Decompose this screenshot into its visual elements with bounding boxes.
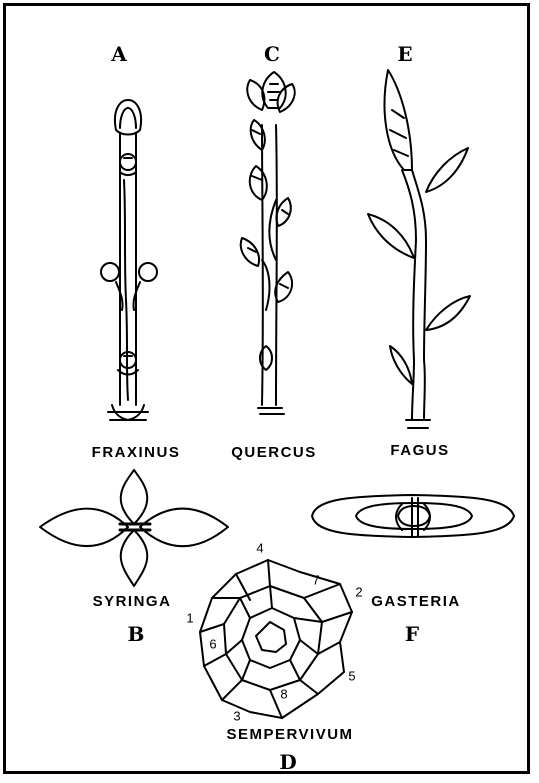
- fagus-bud-1: [426, 148, 468, 192]
- fraxinus-upper-scar: [120, 154, 136, 170]
- fraxinus-lateral-bud-left: [101, 263, 119, 281]
- leaf-number-6: 6: [209, 638, 216, 651]
- syringa-leaf-up: [121, 470, 148, 524]
- fagus-bud-3: [426, 296, 470, 330]
- panel-letter-e: E: [397, 44, 412, 64]
- leaf-number-4: 4: [256, 542, 263, 555]
- label-gasteria: GASTERIA: [371, 594, 461, 609]
- label-quercus: QUERCUS: [231, 445, 317, 460]
- sempervivum-rosette: [200, 560, 352, 718]
- quercus-bud-7: [275, 272, 292, 302]
- label-sempervivum: SEMPERVIVUM: [226, 727, 353, 742]
- label-fraxinus: FRAXINUS: [92, 445, 181, 460]
- sempervivum-inner-ring: [242, 608, 300, 668]
- panel-letter-c: C: [264, 44, 280, 64]
- fagus-bud-4: [390, 346, 412, 384]
- leaf-number-8: 8: [280, 688, 287, 701]
- leaf-number-5: 5: [348, 670, 355, 683]
- gasteria-inner-leaf: [398, 506, 430, 526]
- fraxinus-lateral-bud-right: [139, 263, 157, 281]
- fraxinus-terminal-bud: [115, 100, 141, 135]
- syringa-leaf-left: [40, 509, 128, 547]
- panel-letter-d: D: [279, 752, 296, 772]
- panel-letter-a: A: [111, 44, 127, 64]
- leaf-number-3: 3: [233, 710, 240, 723]
- gasteria-diagram: [312, 495, 514, 537]
- leaf-number-1: 1: [186, 612, 193, 625]
- syringa-leaf-down: [121, 530, 148, 586]
- sempervivum-middle-ring: [224, 586, 322, 690]
- panel-letter-f: F: [405, 624, 419, 644]
- sempervivum-center: [256, 622, 286, 652]
- leaf-number-2: 2: [355, 586, 362, 599]
- leaf-number-7: 7: [312, 574, 319, 587]
- sempervivum-outer-ring: [200, 560, 352, 718]
- label-fagus: FAGUS: [390, 443, 449, 458]
- syringa-diagram: [40, 470, 228, 586]
- panel-letter-b: B: [128, 624, 145, 644]
- quercus-bud-4: [250, 166, 267, 200]
- fagus-bud-2: [368, 214, 414, 258]
- syringa-leaf-right: [140, 509, 228, 547]
- quercus-twig: [241, 72, 295, 414]
- fraxinus-twig: [101, 100, 157, 420]
- fagus-stem: [402, 170, 426, 420]
- fagus-twig: [368, 70, 470, 428]
- label-syringa: SYRINGA: [93, 594, 172, 609]
